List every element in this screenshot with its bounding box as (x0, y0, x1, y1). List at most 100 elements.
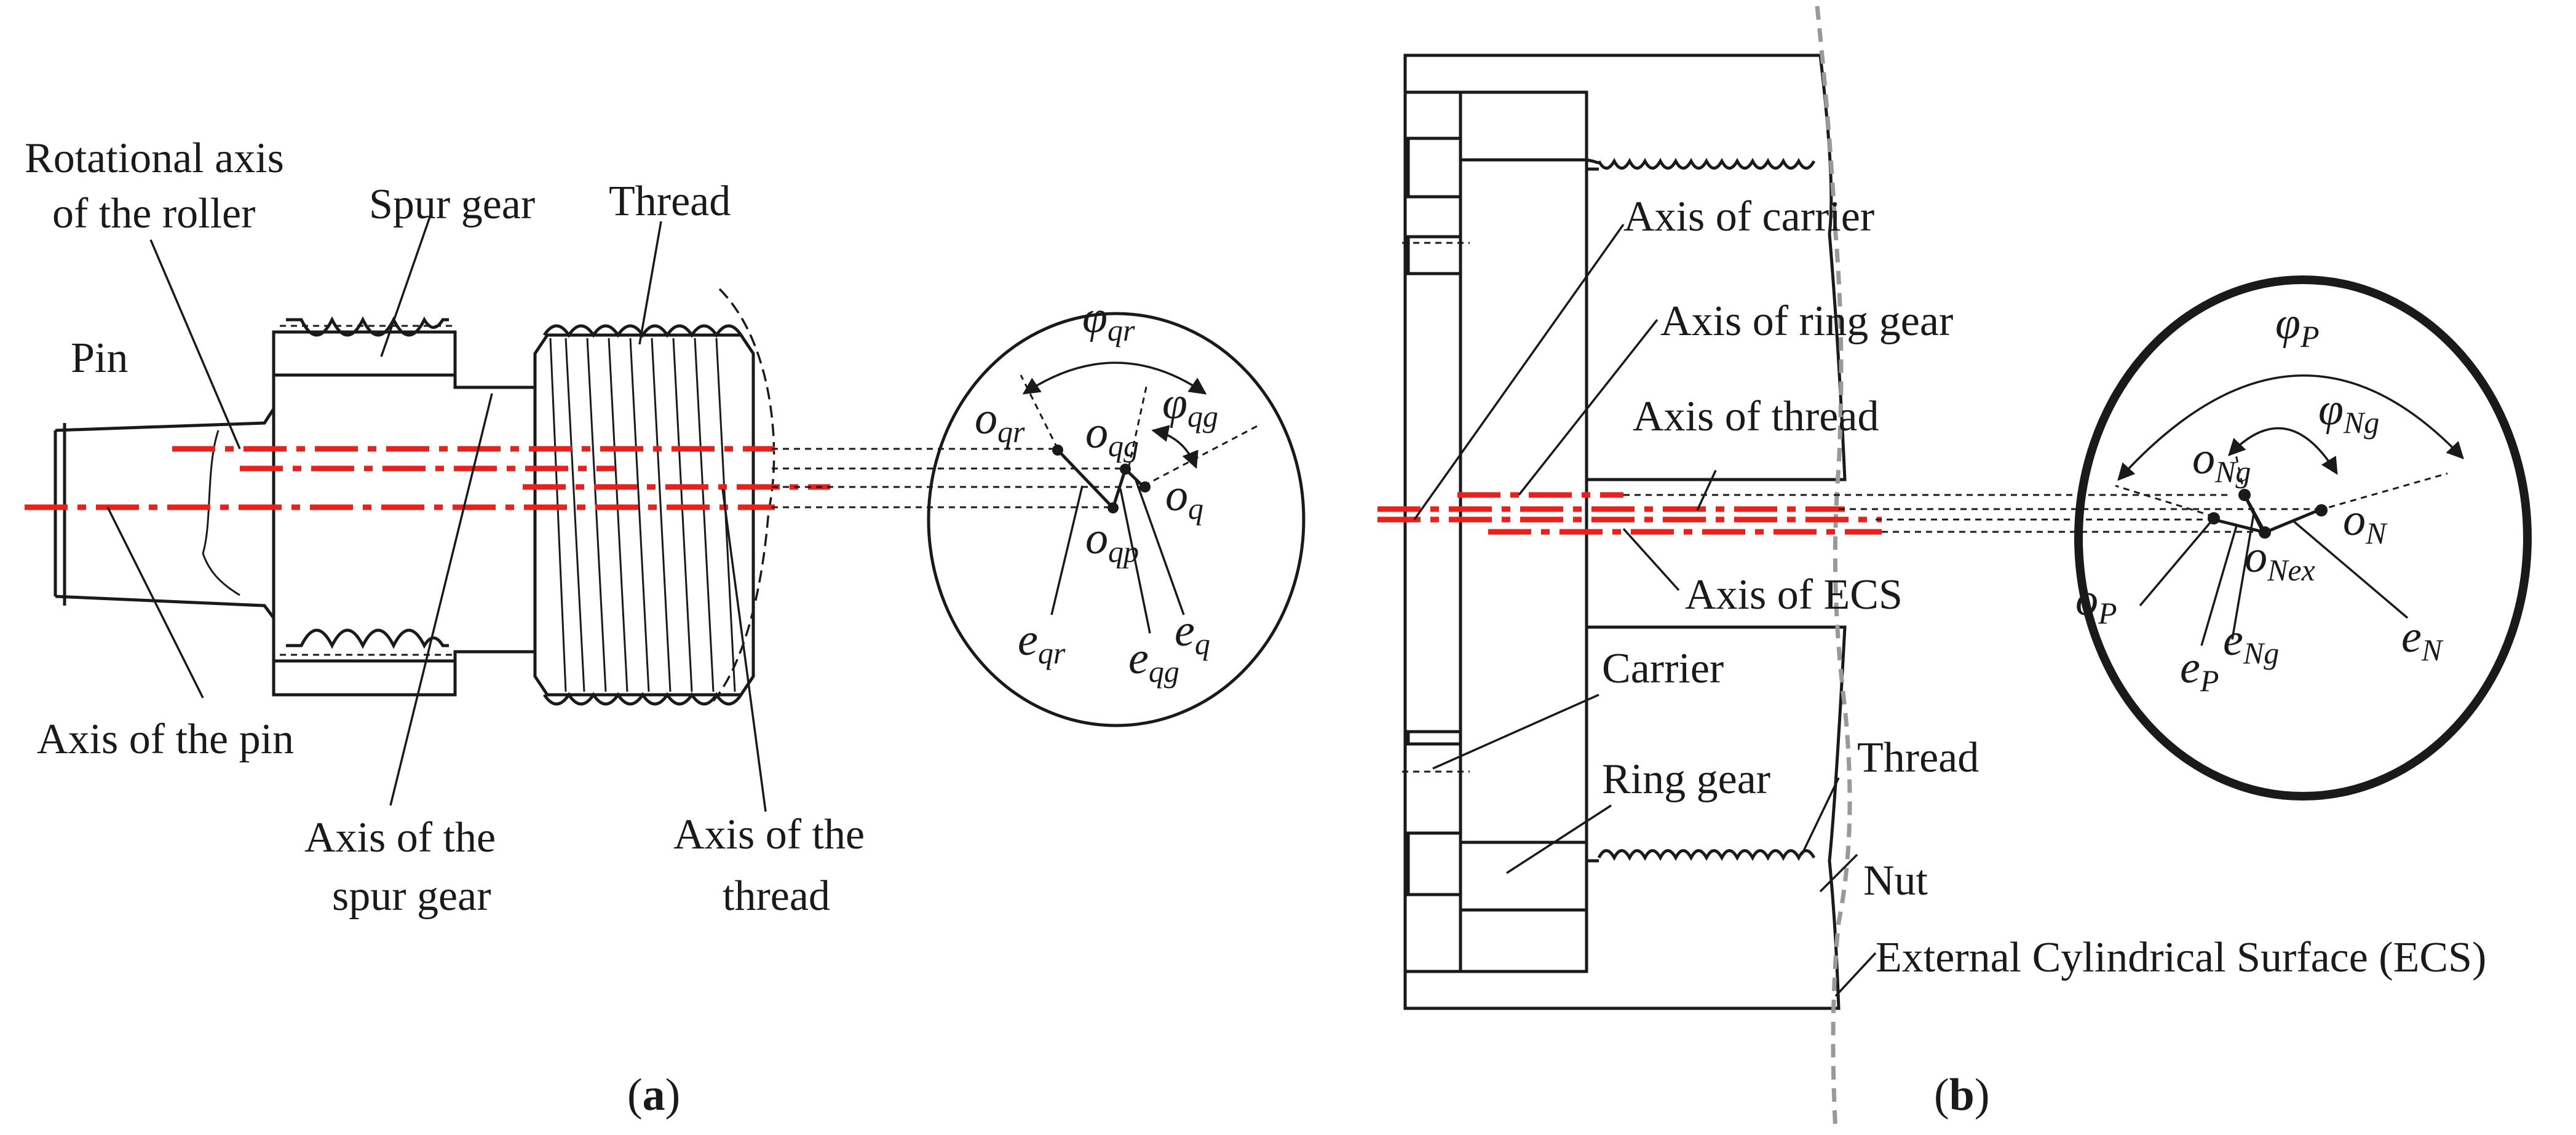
svg-text:Axis of the: Axis of the (673, 811, 865, 858)
svg-text:Axis of ring gear: Axis of ring gear (1660, 298, 1953, 345)
symbol-e-qr: eqr (1018, 615, 1066, 670)
symbol-e-n: eN (2401, 612, 2444, 667)
label-ecs: External Cylindrical Surface (ECS) (1876, 934, 2486, 981)
detail-circle-outline (927, 312, 1306, 727)
label-pin: Pin (71, 334, 128, 382)
svg-text:Nut: Nut (1863, 857, 1928, 904)
symbol-phi-qg: φqg (1162, 378, 1218, 433)
svg-text:Axis of carrier: Axis of carrier (1623, 193, 1874, 240)
label-nut: Nut (1863, 857, 1928, 904)
symbol-e-q: eq (1175, 606, 1210, 661)
point-oqr (1052, 445, 1063, 456)
roller-drawing (54, 288, 775, 706)
symbol-o-nex: oNex (2245, 532, 2315, 587)
eccentricity-chain-b (2213, 494, 2322, 535)
panel-b-axes (1377, 492, 1882, 535)
panel-b: Axis of carrier Axis of ring gear Axis o… (1377, 6, 2532, 1132)
nut-thread-bottom (1587, 849, 1816, 863)
nut-drawing (1402, 6, 1852, 1132)
point-oqg (1120, 464, 1131, 475)
ring-gear-top (1459, 90, 1588, 162)
caption-b: (b) (1934, 1070, 1989, 1120)
symbol-phi-ng: φNg (2318, 384, 2379, 440)
thread-body (533, 333, 755, 697)
label-axis-of-ecs: Axis of ECS (1685, 571, 1903, 619)
svg-text:Axis of the: Axis of the (304, 814, 496, 861)
nut-upper (1403, 53, 1847, 481)
nut-lower (1403, 625, 1847, 1010)
ecs-boundary (1815, 6, 1852, 1132)
panel-a-axes (25, 446, 830, 510)
symbol-e-qg: eqg (1128, 633, 1179, 689)
symbol-o-n: oN (2343, 495, 2388, 550)
symbol-phi-qr: φqr (1082, 292, 1135, 347)
symbol-o-qg: oqg (1085, 408, 1139, 463)
symbol-o-qr: oqr (975, 393, 1025, 449)
label-carrier: Carrier (1602, 645, 1724, 692)
point-oqp (1108, 502, 1119, 513)
symbol-o-q: oq (1165, 470, 1203, 526)
nut-thread-top (1586, 157, 1816, 171)
panel-a: Rotational axis of the roller Spur gear … (25, 135, 1306, 1120)
svg-text:thread: thread (723, 872, 830, 920)
spur-gear-teeth-top (286, 316, 449, 337)
svg-text:Rotational axis: Rotational axis (25, 135, 284, 182)
roller-shaft-cut (202, 430, 240, 596)
symbol-o-ng: oNg (2192, 433, 2251, 489)
spur-gear-top (272, 330, 457, 377)
thread-crest-bottom (542, 692, 743, 706)
label-ring-gear: Ring gear (1602, 756, 1770, 803)
symbol-o-p: oP (2075, 575, 2117, 630)
point-oq (1139, 481, 1151, 492)
symbol-e-p: eP (2180, 643, 2219, 698)
label-axis-of-carrier: Axis of carrier (1623, 193, 1874, 240)
label-axis-of-pin: Axis of the pin (37, 716, 294, 763)
point-oNg (2238, 489, 2251, 501)
panel-a-leaders (106, 215, 767, 812)
symbol-o-qp: oqp (1085, 513, 1139, 569)
detail-circle-b (2074, 275, 2532, 801)
label-axis-thread-2: thread (723, 872, 830, 920)
svg-text:Axis of the pin: Axis of the pin (37, 716, 294, 763)
svg-text:Pin: Pin (71, 334, 128, 382)
symbol-phi-p: φP (2275, 298, 2320, 354)
carrier-slot-mid (1406, 730, 1462, 746)
eccentricity-chain (1056, 449, 1145, 511)
label-rotational-axis-2: of the roller (52, 190, 255, 237)
phi-p-arc (2117, 374, 2464, 481)
label-axis-of-ring-gear: Axis of ring gear (1660, 298, 1953, 345)
carrier-pad-bottom (1406, 831, 1462, 896)
label-axis-spur-gear-1: Axis of the (304, 814, 496, 861)
svg-text:Axis of thread: Axis of thread (1633, 393, 1879, 440)
point-oNex (2259, 526, 2271, 539)
thread-crest-top (542, 324, 743, 338)
ring-gear-bottom (1459, 840, 1588, 912)
panel-b-projection-lines (1623, 494, 2324, 533)
phi-qr-arc (1022, 362, 1207, 395)
thread-end-arc (712, 288, 775, 702)
phi-qg-arc (1151, 425, 1199, 469)
label-thread: Thread (609, 178, 731, 225)
label-axis-of-thread-b: Axis of thread (1633, 393, 1879, 440)
label-spur-gear: Spur gear (369, 181, 535, 228)
label-rotational-axis-1: Rotational axis (25, 135, 284, 182)
svg-text:Axis of ECS: Axis of ECS (1685, 571, 1903, 619)
label-thread-b: Thread (1857, 734, 1979, 781)
carrier-slot-top (1406, 235, 1462, 275)
label-axis-spur-gear-2: spur gear (332, 872, 491, 920)
thread-helix-lines (549, 338, 736, 692)
detail-circle-b-outline (2074, 275, 2532, 801)
svg-text:Ring gear: Ring gear (1602, 756, 1770, 803)
svg-text:Thread: Thread (609, 178, 731, 225)
svg-text:Carrier: Carrier (1602, 645, 1724, 692)
pin-body (54, 332, 275, 692)
carrier-pad-top (1406, 136, 1462, 199)
svg-text:of the roller: of the roller (52, 190, 255, 237)
spur-gear-bottom (272, 659, 457, 697)
spur-gear-teeth-bottom (286, 628, 449, 649)
svg-text:spur gear: spur gear (332, 872, 491, 920)
panel-b-leaders (1413, 223, 1877, 997)
caption-a: (a) (627, 1070, 680, 1120)
phi-ng-arc (2228, 427, 2338, 475)
